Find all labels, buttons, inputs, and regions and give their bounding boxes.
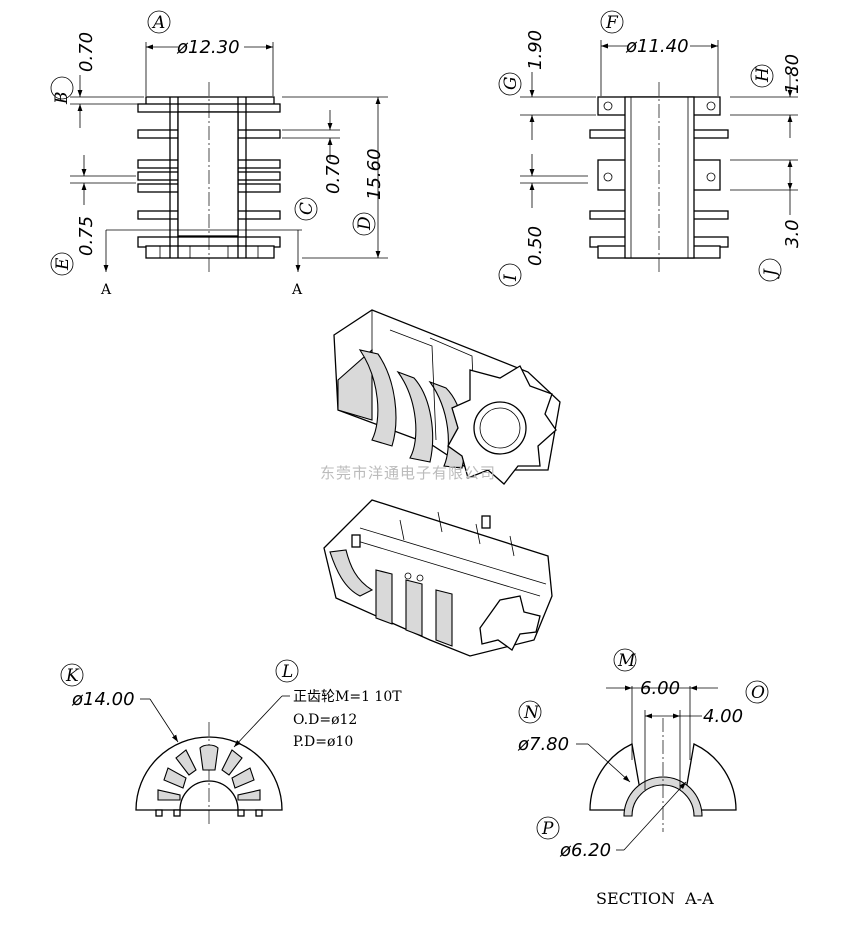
gear-note-line-1: 正齿轮M=1 10T [293,689,402,705]
section-mark-left: A [100,282,112,298]
dim-o-value: 4.00 [703,706,743,727]
dim-a-value: ø12.30 [176,37,240,58]
side-view: ø11.40 F 1.90 G 1.80 H 0.50 I 3.0 J [498,10,803,287]
dim-b-value: 0.70 [76,32,97,72]
dim-f-value: ø11.40 [625,36,689,57]
balloon-p: P [541,819,554,839]
dim-k-value: ø14.00 [71,689,135,710]
dim-h-value: 1.80 [782,54,803,94]
balloon-h: H [753,66,773,83]
dim-m-value: 6.00 [640,678,680,699]
balloon-i: I [501,274,521,282]
dim-e-value: 0.75 [76,216,97,256]
section-mark-right: A [291,282,303,298]
balloon-b: B [52,92,72,106]
balloon-e: E [53,257,73,271]
balloon-c: C [297,202,317,215]
balloon-m: M [617,651,636,671]
dim-g-value: 1.90 [525,30,546,70]
balloon-f: F [605,13,619,33]
dim-n-value: ø7.80 [517,734,569,755]
dim-i-value: 0.50 [525,226,546,266]
dim-j-value: 3.0 [782,219,803,248]
gear-end-view: K ø14.00 L 正齿轮M=1 10T O.D=ø12 P.D=ø10 [60,659,402,825]
dim-p-value: ø6.20 [559,840,611,861]
balloon-a: A [151,13,165,33]
balloon-l: L [281,662,293,682]
gear-note-line-3: P.D=ø10 [293,734,353,750]
isometric-view-top [333,309,561,485]
gear-note-line-2: O.D=ø12 [293,712,357,728]
watermark: 东莞市洋通电子有限公司 [320,464,496,482]
balloon-j: J [761,268,781,279]
balloon-n: N [523,703,540,723]
section-title: SECTION A-A [596,889,714,908]
balloon-k: K [65,666,80,686]
balloon-o: O [751,683,765,703]
dim-c-value: 0.70 [323,154,344,194]
balloon-g: G [501,76,521,90]
dim-d-value: 15.60 [364,148,385,200]
balloon-d: D [355,216,375,231]
section-a-a-view: 6.00 M 4.00 O N ø7.80 P ø6.20 SECTION A-… [517,648,769,908]
front-view: ø12.30 A 0.70 B 0.70 C 15.60 D 0.75 E [50,10,388,298]
isometric-view-bottom [323,499,553,657]
